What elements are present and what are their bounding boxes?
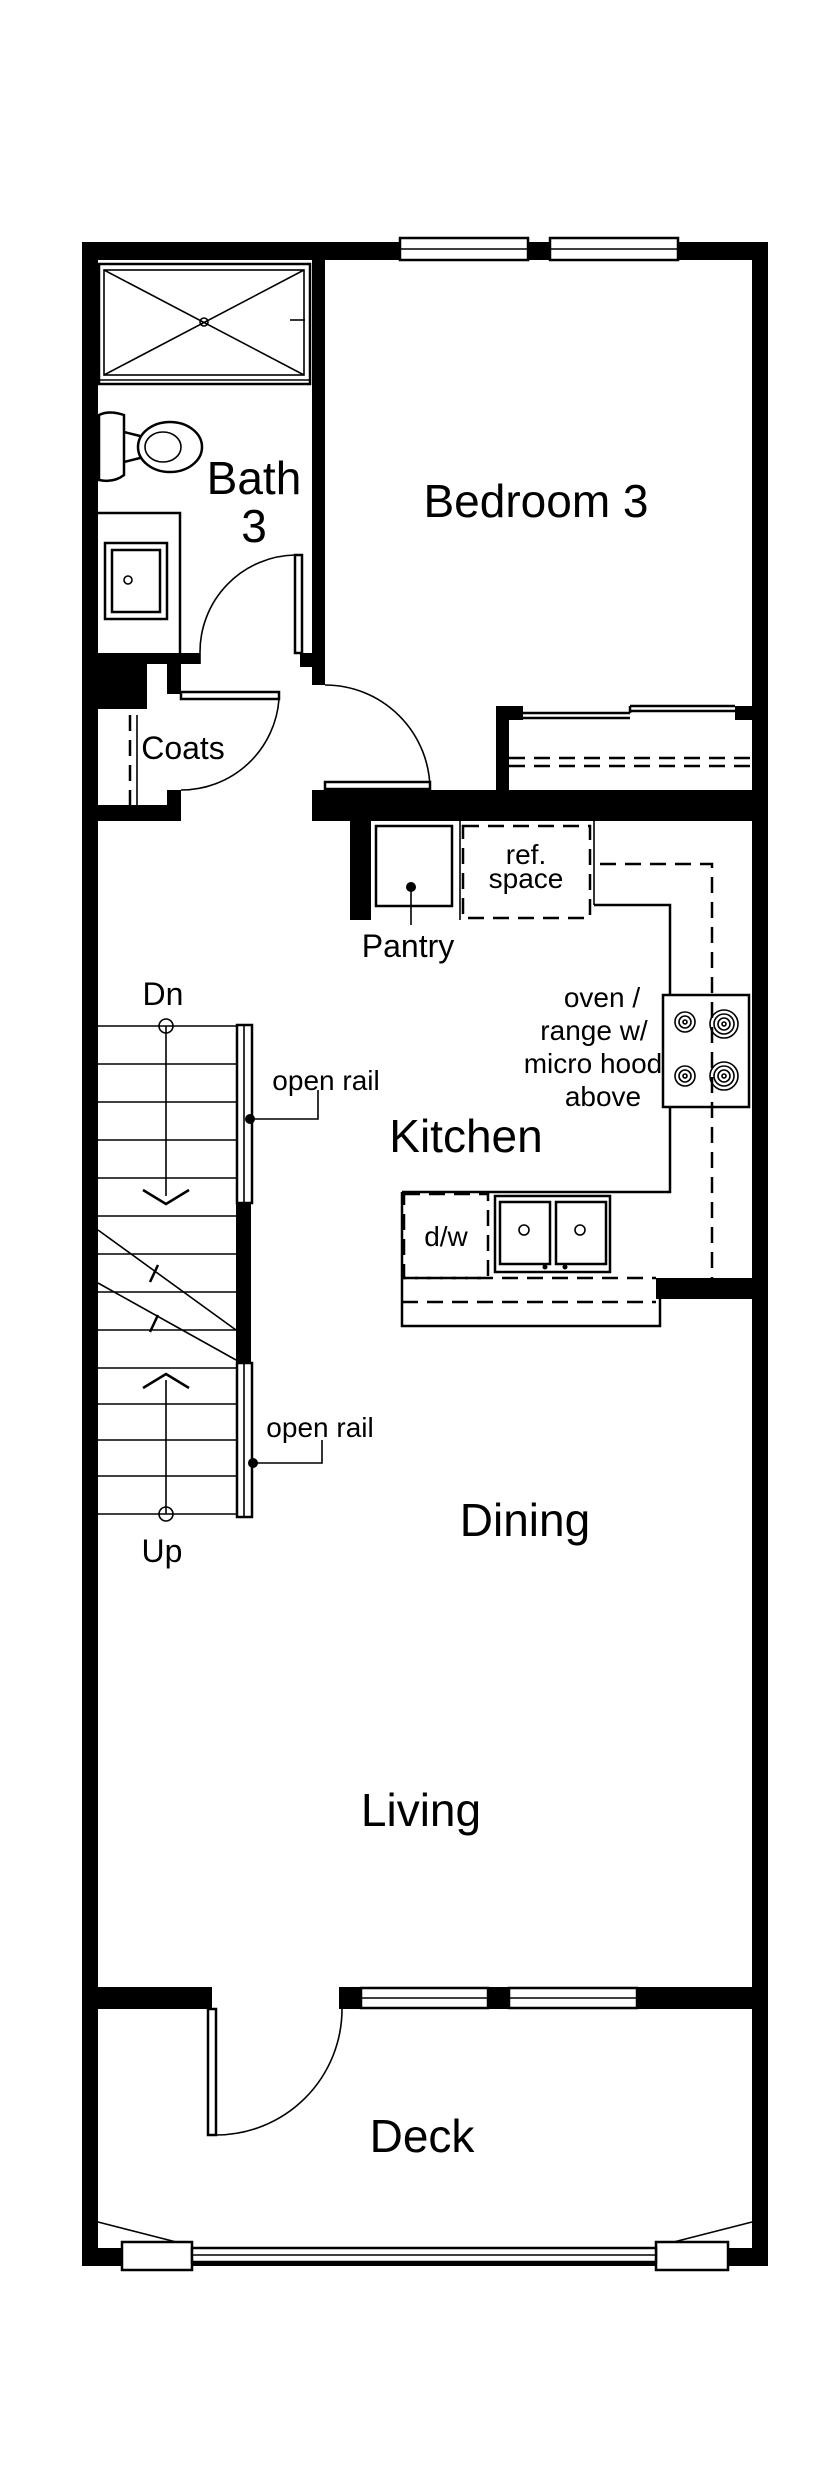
- kitchen-label: Kitchen: [389, 1110, 542, 1162]
- bath-vanity: [98, 511, 182, 653]
- shower: [97, 262, 312, 386]
- dining-label: Dining: [460, 1494, 590, 1546]
- bedroom-closet: [509, 704, 752, 768]
- open-rail-top-label: open rail: [272, 1065, 379, 1096]
- bedroom-label: Bedroom 3: [423, 475, 648, 527]
- oven-label-3: micro hood: [524, 1048, 663, 1079]
- pantry: [374, 824, 454, 925]
- ref-space: [459, 821, 595, 920]
- bath-number-label: 3: [241, 500, 267, 552]
- staircase[interactable]: [97, 1018, 323, 1522]
- ref-space-label: space: [489, 863, 564, 894]
- coats-closet: [128, 690, 281, 805]
- pantry-label: Pantry: [362, 928, 454, 964]
- dishwasher-label: d/w: [424, 1221, 468, 1252]
- open-rail-bottom-label: open rail: [266, 1412, 373, 1443]
- ref-label: ref.: [506, 839, 546, 870]
- interior-walls: [82, 242, 768, 1299]
- stairs-down-label: Dn: [143, 976, 184, 1012]
- range: [661, 993, 751, 1109]
- bedroom-door: [323, 684, 432, 791]
- oven-label-2: range w/: [540, 1015, 648, 1046]
- coats-label: Coats: [141, 730, 225, 766]
- oven-label-4: above: [565, 1081, 641, 1112]
- toilet: [97, 411, 204, 483]
- kitchen-counter: [400, 862, 714, 1328]
- deck-door[interactable]: [206, 2007, 343, 2137]
- living-label: Living: [361, 1784, 481, 1836]
- deck-railing: [97, 2221, 753, 2272]
- oven-label-1: oven /: [564, 982, 640, 1013]
- bath-door: [199, 553, 304, 664]
- dishwasher: [402, 1192, 490, 1280]
- bath-label: Bath: [207, 452, 302, 504]
- deck-label: Deck: [370, 2110, 476, 2162]
- stairs-up-label: Up: [142, 1533, 183, 1569]
- kitchen-sink: [493, 1194, 612, 1274]
- living-deck-wall: [82, 1986, 768, 2010]
- bedroom-windows: [398, 236, 680, 262]
